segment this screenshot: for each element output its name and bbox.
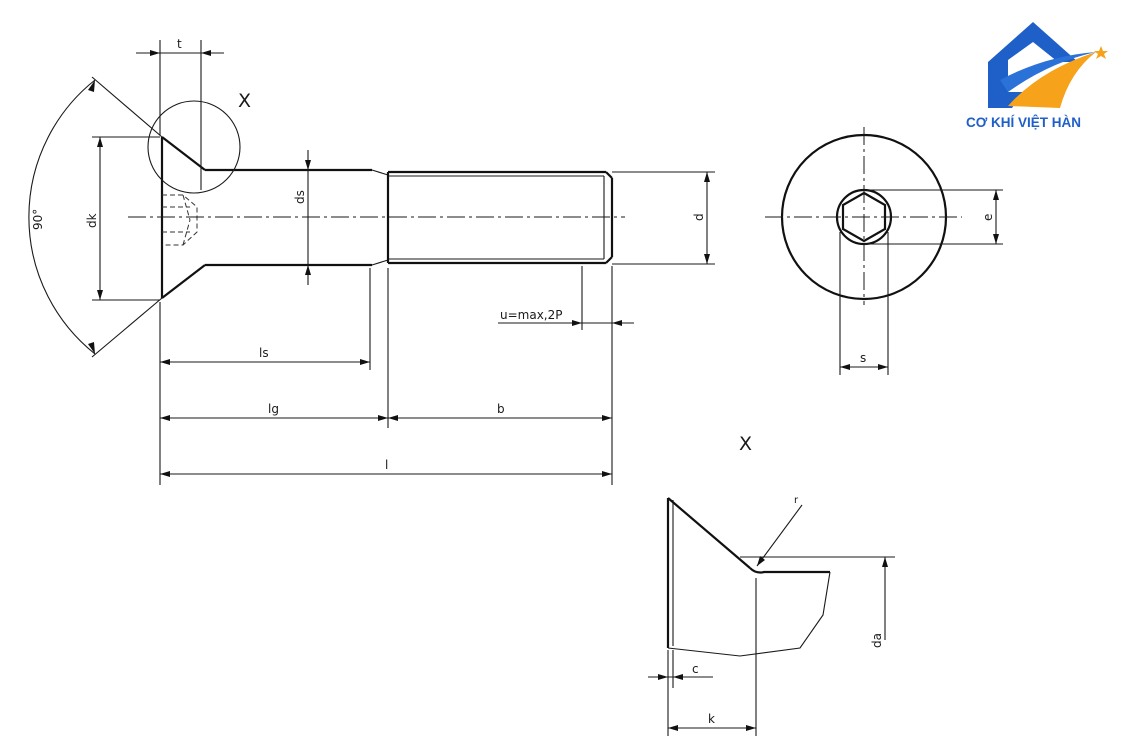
label-s: s (860, 351, 866, 365)
house-logo-icon (988, 22, 1108, 108)
label-b: b (497, 402, 505, 416)
label-c: c (692, 662, 699, 676)
logo-house-shape (988, 22, 1078, 108)
label-detail-x-marker: X (238, 90, 251, 112)
label-d: d (692, 213, 706, 221)
label-l: l (385, 458, 388, 472)
dimension-labels: t X 90° dk ds d u=max,2P ls lg b l e s X… (31, 37, 995, 726)
label-k: k (708, 712, 715, 726)
label-ls: ls (259, 346, 269, 360)
screw-end-view (765, 127, 1003, 375)
label-r: r (794, 495, 799, 506)
side-view-dimensions (28, 40, 715, 485)
label-u: u=max,2P (500, 308, 563, 322)
label-dk: dk (85, 213, 99, 228)
label-t: t (177, 37, 182, 51)
label-ds: ds (293, 190, 307, 204)
brand-name: CƠ KHÍ VIỆT HÀN (966, 115, 1081, 130)
star-icon (1094, 46, 1108, 59)
screw-side-view (128, 100, 625, 299)
label-lg: lg (268, 402, 279, 416)
label-detail-x-title: X (739, 433, 752, 455)
logo-swoosh-shape (1008, 52, 1096, 108)
brand-logo: CƠ KHÍ VIỆT HÀN (966, 22, 1108, 130)
detail-x-view (648, 497, 895, 736)
label-da: da (870, 633, 884, 648)
label-angle: 90° (31, 209, 45, 230)
label-e: e (981, 214, 995, 221)
